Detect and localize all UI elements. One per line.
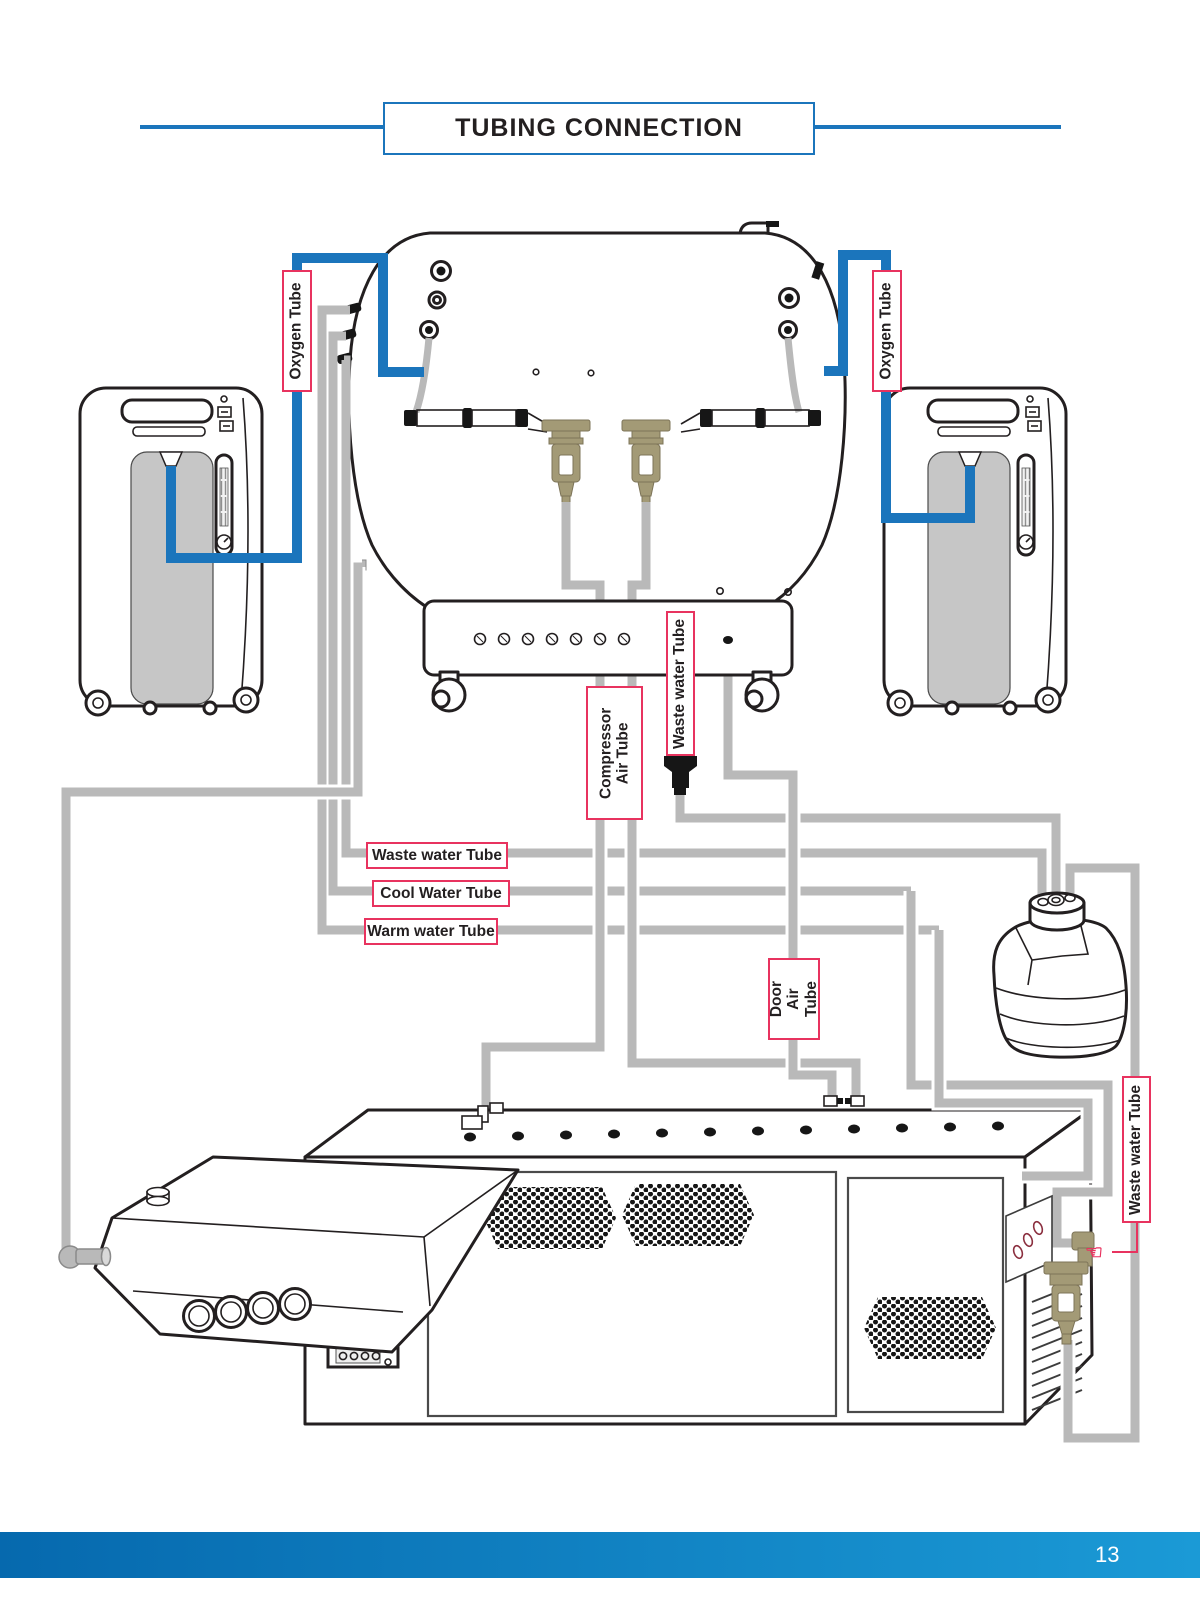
vent-grille (484, 1187, 616, 1249)
air-filter-right (621, 419, 671, 505)
edge-tab (811, 261, 825, 280)
label-cool-water-tube: Cool Water Tube (372, 880, 510, 907)
air-filter-left (541, 419, 591, 505)
pilot-hole (587, 369, 595, 377)
muffler-right (680, 408, 821, 433)
vent-grille (864, 1297, 996, 1359)
drain-unit (58, 1155, 520, 1354)
bolts-right (778, 287, 800, 340)
page-title: TUBING CONNECTION (383, 102, 815, 155)
oxygen-concentrator-right (882, 386, 1068, 717)
casters (84, 686, 260, 717)
side-port-plate (1005, 1194, 1053, 1284)
top-cap (146, 1186, 170, 1207)
waste-filter-assembly (1043, 1231, 1095, 1345)
flow-gauge (214, 453, 234, 557)
pilot-hole (715, 586, 724, 595)
jug-port-middle (1047, 893, 1065, 907)
cabinet-top-holes (464, 1121, 1004, 1142)
caster-left (431, 670, 467, 713)
caster-right (744, 670, 780, 713)
vent-grille (622, 1184, 754, 1246)
jug-port-right (1064, 893, 1076, 903)
right-door-panel (846, 1176, 1005, 1414)
waste-water-jug (992, 891, 1128, 1059)
base-screws (473, 632, 631, 646)
drain-ports (182, 1287, 312, 1333)
door-air-tube-run (720, 644, 840, 1102)
pilot-hole (532, 368, 540, 376)
y-connector (664, 756, 697, 788)
casters (886, 686, 1062, 717)
footer-bar: 13 (0, 1532, 1200, 1578)
pilot-hole (783, 587, 792, 596)
hanger-hook (738, 221, 779, 235)
label-door-air-tube: Door Air Tube (768, 958, 820, 1040)
page-number: 13 (1095, 1542, 1120, 1567)
oxygen-tube-left (166, 253, 424, 563)
door-air-inlet-fittings (823, 1095, 865, 1107)
label-waste-water-tube-middle: Waste water Tube (666, 611, 695, 756)
hanging-tube-right (784, 337, 803, 413)
inlet-elbow (58, 1245, 112, 1269)
label-waste-water-tube-right: Waste water Tube (1122, 1076, 1151, 1223)
bolts-left (419, 260, 452, 340)
label-oxygen-tube-right: Oxygen Tube (872, 270, 902, 392)
oxygen-tube-right (824, 250, 975, 523)
flow-gauge (1016, 453, 1036, 557)
chair-base-bar (422, 599, 794, 713)
label-warm-water-tube: Warm water Tube (364, 918, 498, 945)
label-compressor-air-tube: Compressor Air Tube (586, 686, 643, 820)
title-rule-left (140, 125, 383, 129)
title-rule-right (815, 125, 1061, 129)
door-air-fitting (723, 636, 733, 644)
compressor-inlet-elbow (461, 1102, 504, 1130)
pointer-hand-icon: ☜ (1085, 1242, 1103, 1264)
drain-tube-left (58, 559, 366, 1250)
pointer-line (1112, 1223, 1138, 1253)
muffler-left (404, 408, 548, 433)
chair-underside-shape (336, 221, 847, 610)
label-oxygen-tube-left: Oxygen Tube (282, 270, 312, 392)
hanging-tube-left (412, 337, 433, 414)
label-waste-water-tube-left: Waste water Tube (366, 842, 508, 869)
